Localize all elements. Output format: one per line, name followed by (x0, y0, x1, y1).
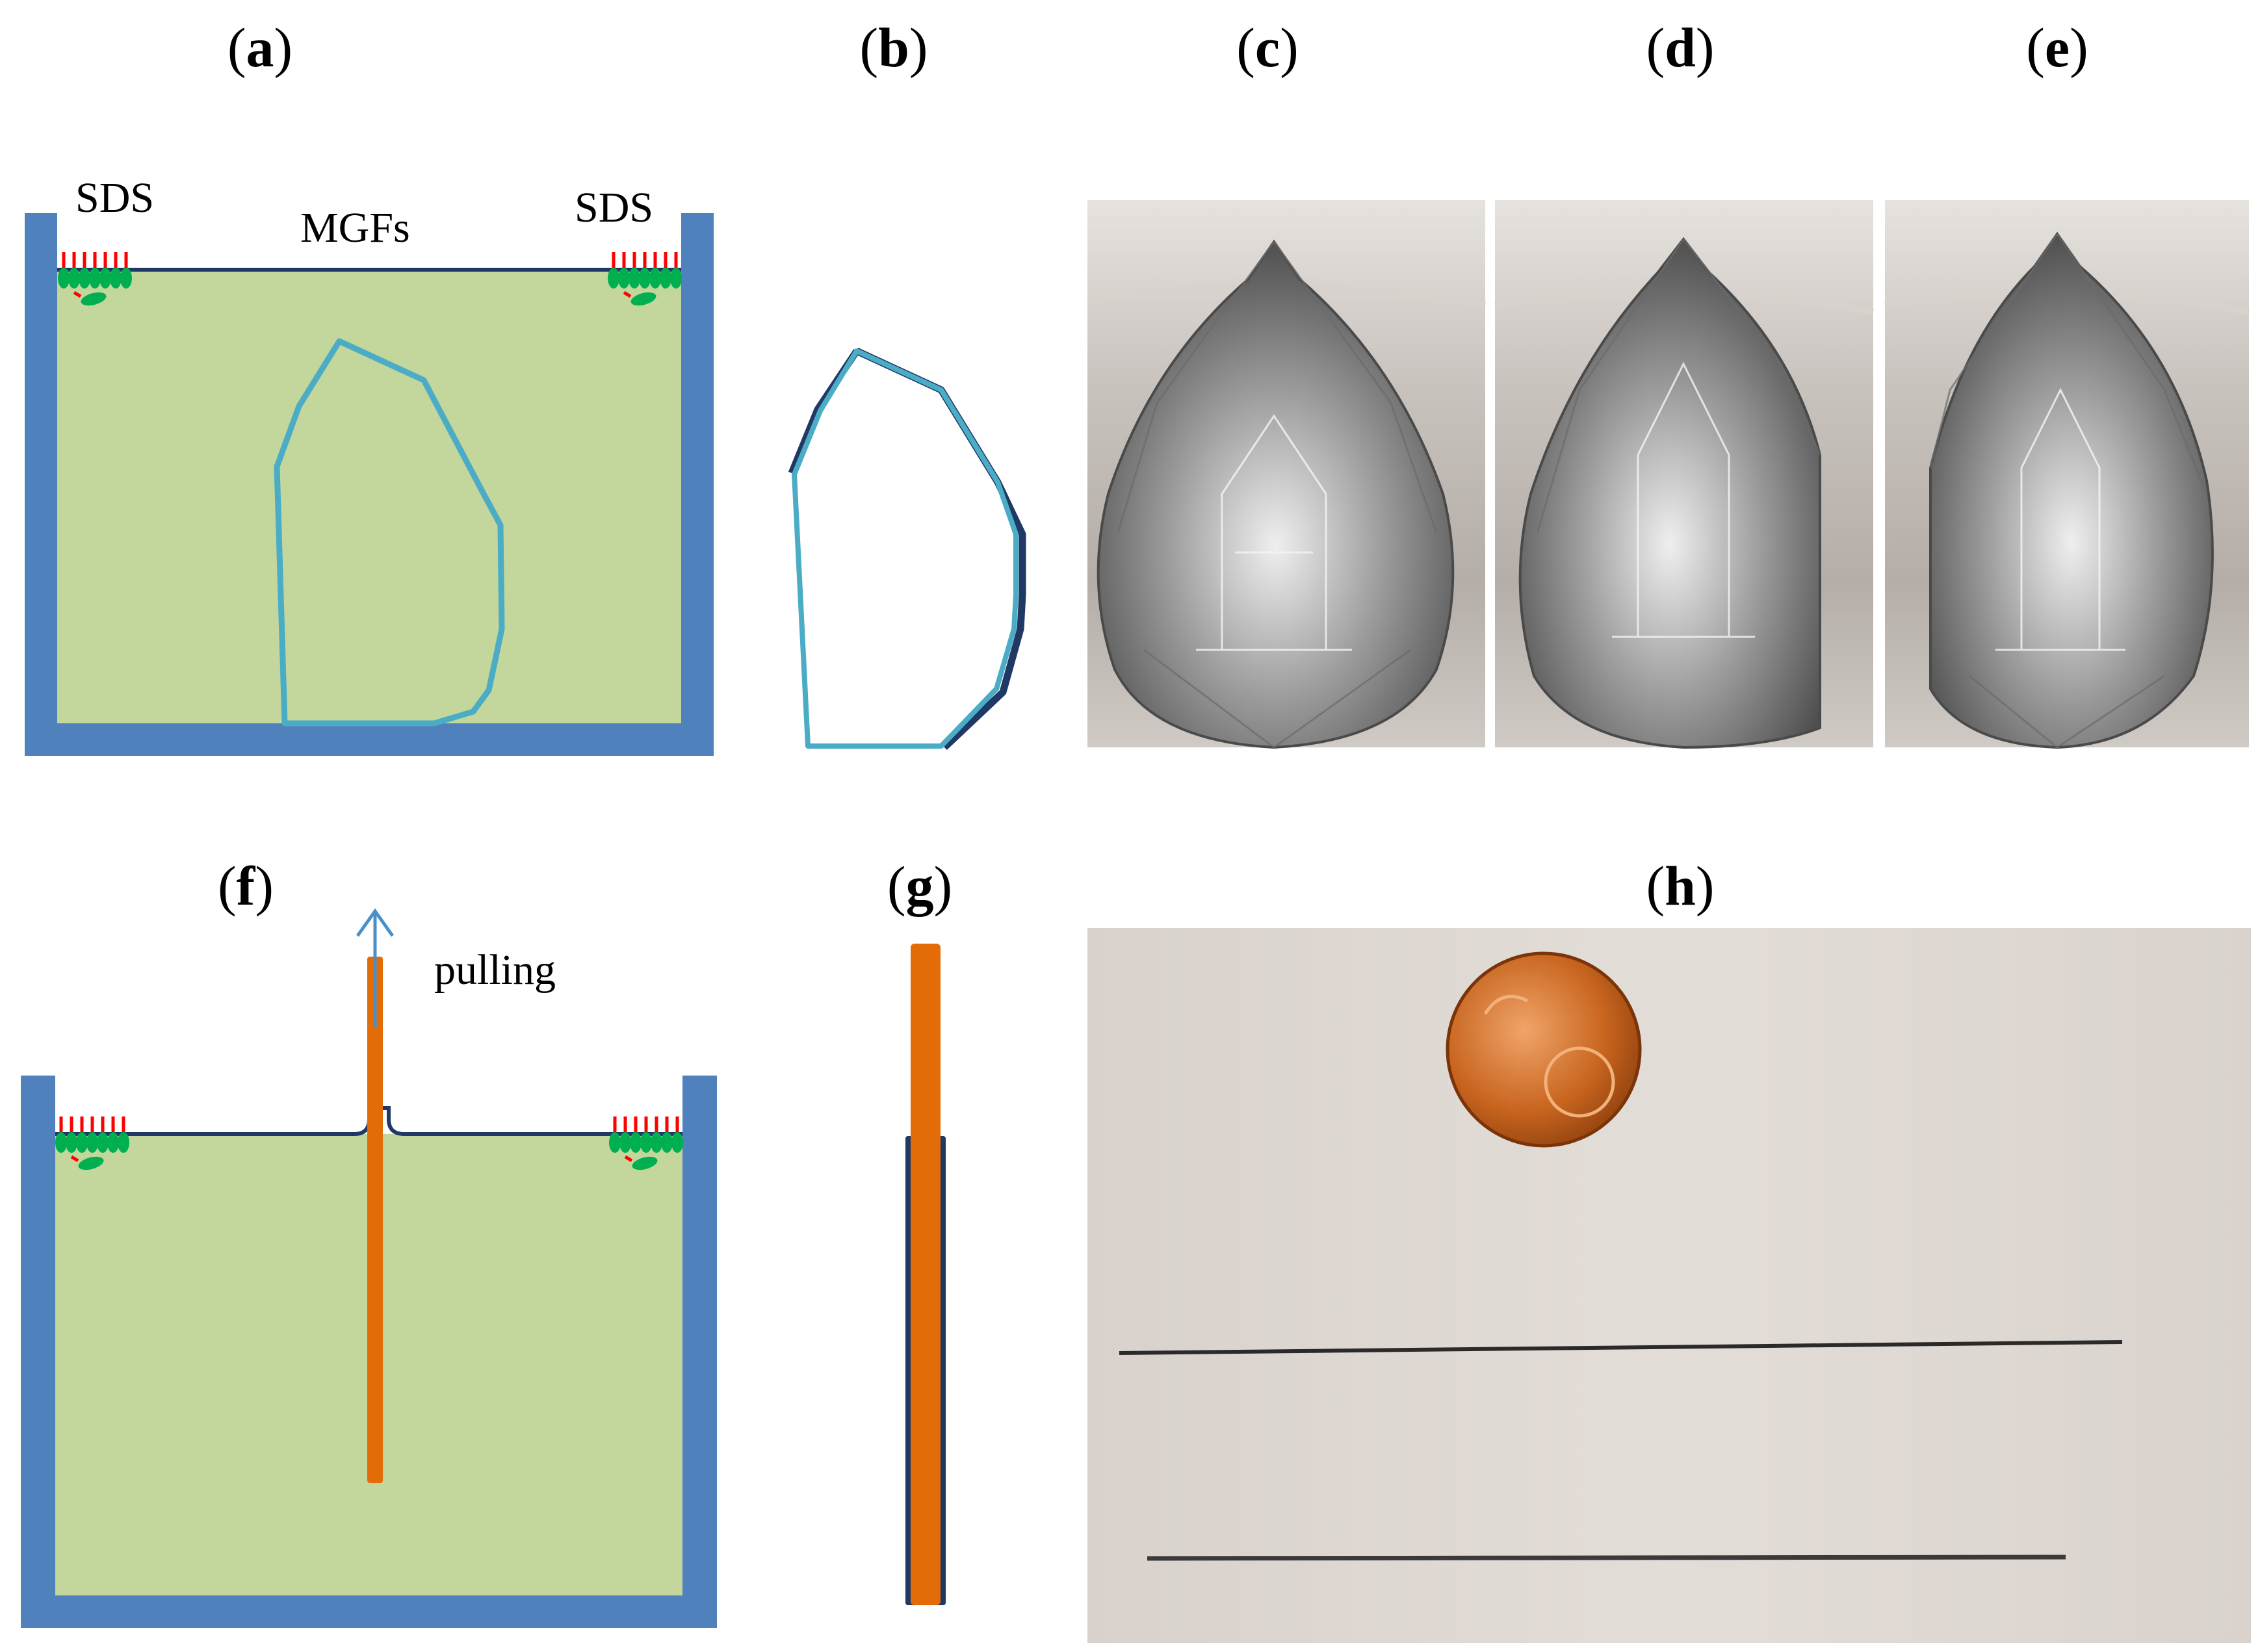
panel-g-diagram (905, 944, 946, 1605)
panel-letter-f: f (236, 855, 255, 917)
panel-letter-d: d (1665, 16, 1696, 79)
panel-letter-h: h (1665, 855, 1696, 917)
container-liquid (57, 270, 681, 725)
sds-label-right: SDS (575, 184, 654, 231)
photo-e (1884, 200, 2250, 749)
fiber-f (367, 957, 383, 1483)
container-walls (25, 213, 714, 756)
photo-d (1494, 200, 1874, 749)
pulling-label: pulling (434, 946, 556, 994)
coin (1446, 951, 1642, 1148)
panel-letter-g: g (905, 855, 934, 917)
shell-outline (792, 348, 1019, 749)
panel-letter-a: a (246, 16, 274, 79)
photo-c (1087, 200, 1486, 749)
panel-label-g: (g) (887, 855, 953, 917)
container-walls-f (21, 1076, 717, 1628)
fiber-sample-2 (1147, 1555, 2066, 1561)
crystal-e (1929, 231, 2214, 749)
panel-b-diagram (788, 348, 1026, 750)
fiber-sample-1 (1119, 1340, 2123, 1355)
panel-label-d: (d) (1646, 16, 1715, 79)
panel-label-e: (e) (2026, 16, 2088, 79)
panel-label-f: (f) (218, 855, 274, 917)
panel-label-c: (c) (1236, 16, 1299, 79)
panel-a-diagram (25, 213, 714, 756)
panel-f-diagram (21, 908, 717, 1628)
panel-letter-b: b (878, 16, 909, 79)
panel-label-b: (b) (859, 16, 928, 79)
fiber-g (911, 944, 941, 1605)
panel-label-a: (a) (227, 16, 293, 79)
sds-label-left: SDS (75, 174, 155, 222)
pulling-arrow (356, 908, 395, 1028)
panel-letter-c: c (1254, 16, 1280, 79)
panel-label-h: (h) (1646, 855, 1715, 917)
mgfs-label: MGFs (300, 204, 410, 252)
mold-outline (274, 338, 505, 727)
photo-h (1087, 928, 2251, 1643)
panel-letter-e: e (2044, 16, 2070, 79)
